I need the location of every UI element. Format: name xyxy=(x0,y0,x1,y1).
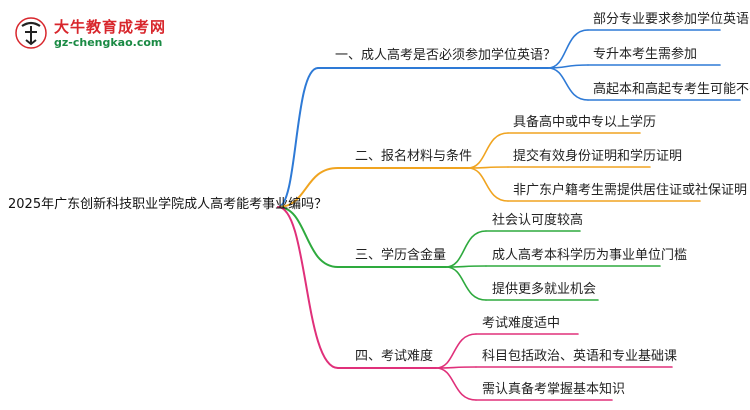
branch-2: 二、报名材料与条件 xyxy=(355,149,473,164)
branch-1-leaf-3-link xyxy=(547,67,589,101)
leaf-2-3: 非广东户籍考生需提供居住证或社保证明 xyxy=(513,183,748,198)
site-logo: 大牛教育成考网 gz-chengkao.com xyxy=(14,14,167,54)
root-topic: 2025年广东创新科技职业学院成人高考能考事业编吗？ xyxy=(8,197,328,212)
root-to-branch-2-link xyxy=(277,167,339,208)
branch-4-leaf-1-link xyxy=(435,333,477,369)
logo-title: 大牛教育成考网 xyxy=(54,18,167,36)
logo-url: gz-chengkao.com xyxy=(54,36,163,49)
leaf-4-2: 科目包括政治、英语和专业基础课 xyxy=(482,349,678,364)
root-to-branch-4-link xyxy=(277,206,339,369)
leaf-2-1: 具备高中或中专以上学历 xyxy=(513,115,657,130)
leaf-1-3: 高起本和高起专考生可能不需要 xyxy=(593,82,750,97)
leaf-4-1: 考试难度适中 xyxy=(482,316,561,331)
branch-1: 一、成人高考是否必须参加学位英语？ xyxy=(335,48,557,63)
leaf-1-2: 专升本考生需参加 xyxy=(593,47,698,62)
leaf-3-3: 提供更多就业机会 xyxy=(492,282,597,297)
branch-2-leaf-1-link xyxy=(467,132,509,169)
root-to-branch-1-link xyxy=(277,67,319,208)
leaf-2-2: 提交有效身份证明和学历证明 xyxy=(513,149,683,164)
branch-3: 三、学历含金量 xyxy=(355,248,447,263)
leaf-3-2: 成人高考本科学历为事业单位门槛 xyxy=(492,248,688,263)
root-to-branch-3-link xyxy=(277,206,339,268)
leaf-4-3: 需认真备考掌握基本知识 xyxy=(482,382,626,397)
leaf-3-1: 社会认可度较高 xyxy=(492,213,584,228)
branch-3-leaf-1-link xyxy=(445,230,487,268)
leaf-1-1: 部分专业要求参加学位英语 xyxy=(593,12,750,27)
branch-4: 四、考试难度 xyxy=(355,349,434,364)
branch-1-leaf-1-link xyxy=(547,29,589,69)
branch-3-leaf-3-link xyxy=(445,266,487,301)
bull-logo-icon xyxy=(15,17,47,49)
branch-4-leaf-3-link xyxy=(435,367,477,401)
branch-2-leaf-3-link xyxy=(467,167,509,202)
